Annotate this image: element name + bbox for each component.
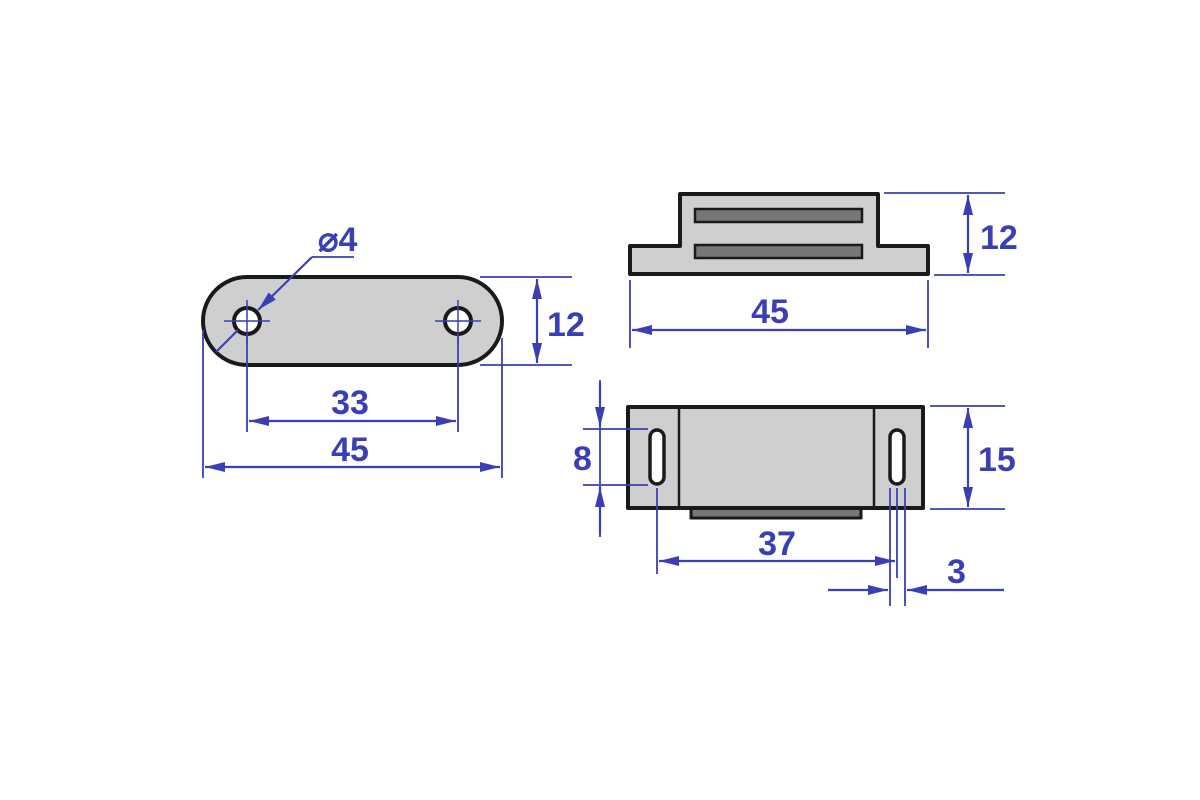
front-height-label: 15 — [978, 441, 1016, 479]
slot-spacing-label: 37 — [758, 525, 796, 563]
mounting-slot-left — [648, 428, 666, 486]
hole-diameter-leader-tail — [215, 329, 239, 353]
magnet-slot-lower — [693, 243, 864, 260]
side-length-label: 45 — [751, 293, 789, 331]
slot-width-label: 3 — [947, 553, 966, 591]
magnet-slot-upper — [693, 207, 864, 224]
front-view: 8 15 37 3 — [573, 380, 1016, 606]
mounting-slot-right — [888, 428, 906, 486]
plate-length-label: 45 — [331, 431, 369, 469]
plate-height-label: 12 — [547, 306, 585, 344]
hole-spacing-label: 33 — [331, 384, 369, 422]
hole-diameter-label: ⌀4 — [318, 221, 357, 259]
side-extension-lines — [629, 192, 1005, 348]
plate-extension-lines — [202, 276, 572, 478]
slot-length-label: 8 — [573, 440, 592, 478]
hole-diameter-leader-arrow — [257, 256, 313, 311]
side-view: 12 45 — [628, 192, 1018, 348]
catch-front-outline — [626, 405, 925, 510]
catch-side-outline — [628, 192, 930, 276]
side-height-label: 12 — [980, 219, 1018, 257]
plate-view: ⌀4 12 33 45 — [201, 221, 585, 478]
